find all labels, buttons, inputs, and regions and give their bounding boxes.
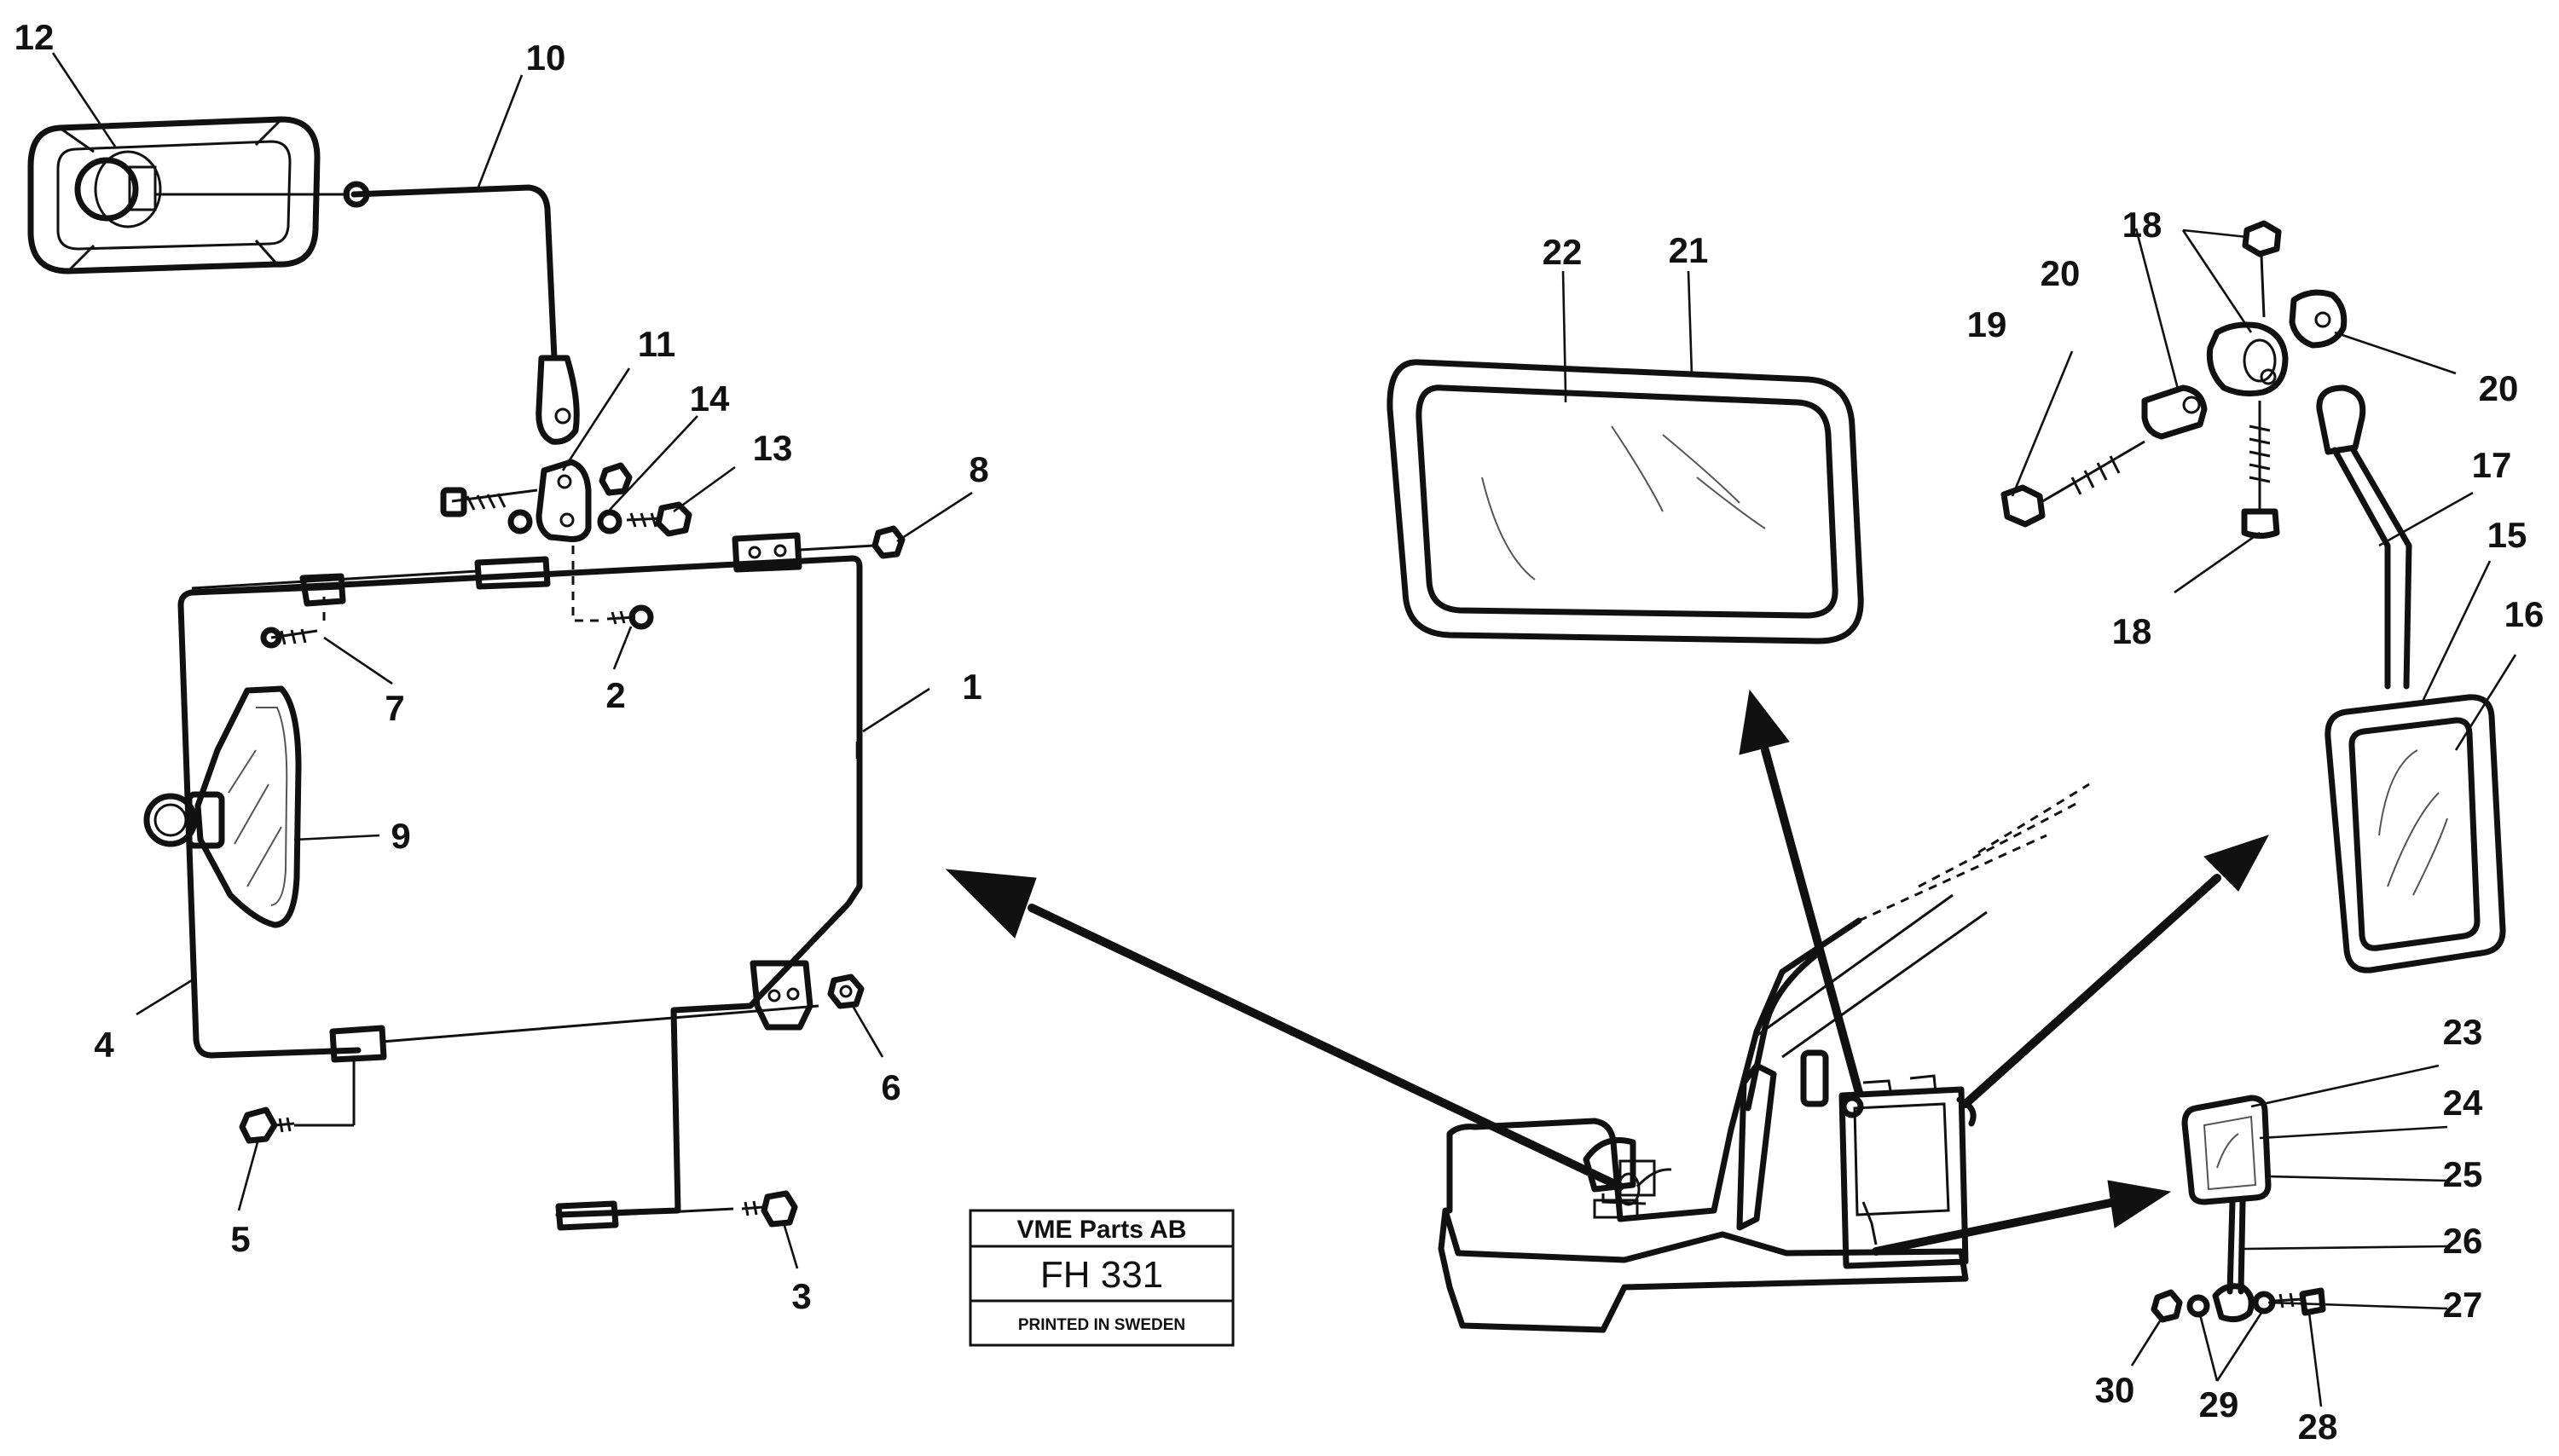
excavator-machine	[1438, 783, 2090, 1333]
callout-11: 11	[638, 324, 675, 364]
clamp-bracket-11	[440, 459, 692, 542]
mirror-mount-hardware	[2000, 220, 2412, 690]
mirror-arm-10	[155, 181, 580, 445]
callout-15: 15	[2487, 515, 2527, 555]
callout-25: 25	[2443, 1154, 2483, 1194]
callout-1: 1	[962, 667, 981, 707]
callout-9: 9	[391, 816, 410, 856]
callout-29: 29	[2199, 1384, 2239, 1424]
callout-14: 14	[690, 378, 730, 419]
callout-2: 2	[605, 675, 625, 715]
callout-24: 24	[2443, 1083, 2483, 1123]
callout-18-bottom: 18	[2112, 611, 2152, 651]
callout-12: 12	[14, 17, 55, 57]
callout-4: 4	[94, 1025, 114, 1065]
large-mirror-21-22	[1387, 359, 1864, 644]
mirror-bracket-frame-1	[188, 532, 863, 1231]
hardware-bolts	[239, 525, 906, 1228]
callout-27: 27	[2443, 1285, 2483, 1325]
callout-23: 23	[2443, 1012, 2483, 1052]
callout-17: 17	[2472, 445, 2512, 485]
small-mirror-23-30	[2151, 1095, 2326, 1323]
callout-5: 5	[230, 1219, 250, 1259]
convex-mirror-9	[143, 685, 302, 928]
title-block-company: VME Parts AB	[1017, 1216, 1187, 1244]
mirror-16	[2325, 694, 2506, 974]
callout-labels: 12 10 11 14 13 8 7 2 1 9 4 6 5 3 22 21 1…	[14, 17, 2545, 1447]
callout-19: 19	[1967, 304, 2007, 344]
title-block-code: FH 331	[1040, 1254, 1163, 1296]
callout-16: 16	[2504, 594, 2545, 634]
title-block-printed: PRINTED IN SWEDEN	[1018, 1316, 1185, 1334]
callout-28: 28	[2298, 1407, 2338, 1447]
callout-6: 6	[881, 1067, 900, 1107]
callout-22: 22	[1543, 232, 1583, 272]
leader-lines	[51, 52, 2517, 1407]
callout-10: 10	[526, 38, 566, 78]
callout-20-left: 20	[2041, 253, 2081, 293]
mirror-head-12	[27, 116, 321, 274]
title-block: VME Parts AB FH 331 PRINTED IN SWEDEN	[969, 1209, 1235, 1347]
side-mirror-frame-4	[177, 573, 819, 1063]
callout-18-top: 18	[2122, 205, 2162, 245]
callout-21: 21	[1669, 230, 1709, 270]
callout-20-right: 20	[2479, 368, 2519, 408]
callout-13: 13	[753, 428, 793, 468]
callout-7: 7	[385, 688, 404, 728]
direction-arrows	[945, 689, 2270, 1256]
callout-3: 3	[791, 1276, 811, 1316]
callout-26: 26	[2443, 1221, 2483, 1261]
callout-30: 30	[2095, 1370, 2135, 1410]
callout-8: 8	[969, 449, 988, 489]
